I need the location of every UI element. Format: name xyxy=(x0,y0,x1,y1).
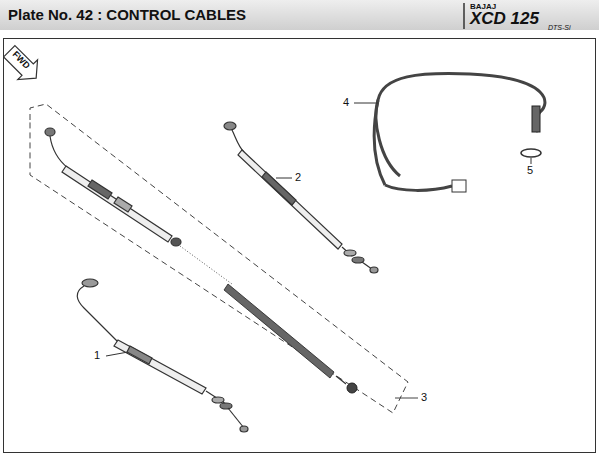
callout-number: 2 xyxy=(295,171,301,183)
plate-title: Plate No. 42 : CONTROL CABLES xyxy=(8,6,246,23)
callout-number: 3 xyxy=(421,391,427,403)
model-name: XCD 125 xyxy=(470,9,539,29)
callout-number: 1 xyxy=(94,349,100,361)
callout-number: 5 xyxy=(527,164,533,176)
callout-number: 4 xyxy=(343,96,349,108)
model-variant: DTS-Si xyxy=(548,24,571,31)
